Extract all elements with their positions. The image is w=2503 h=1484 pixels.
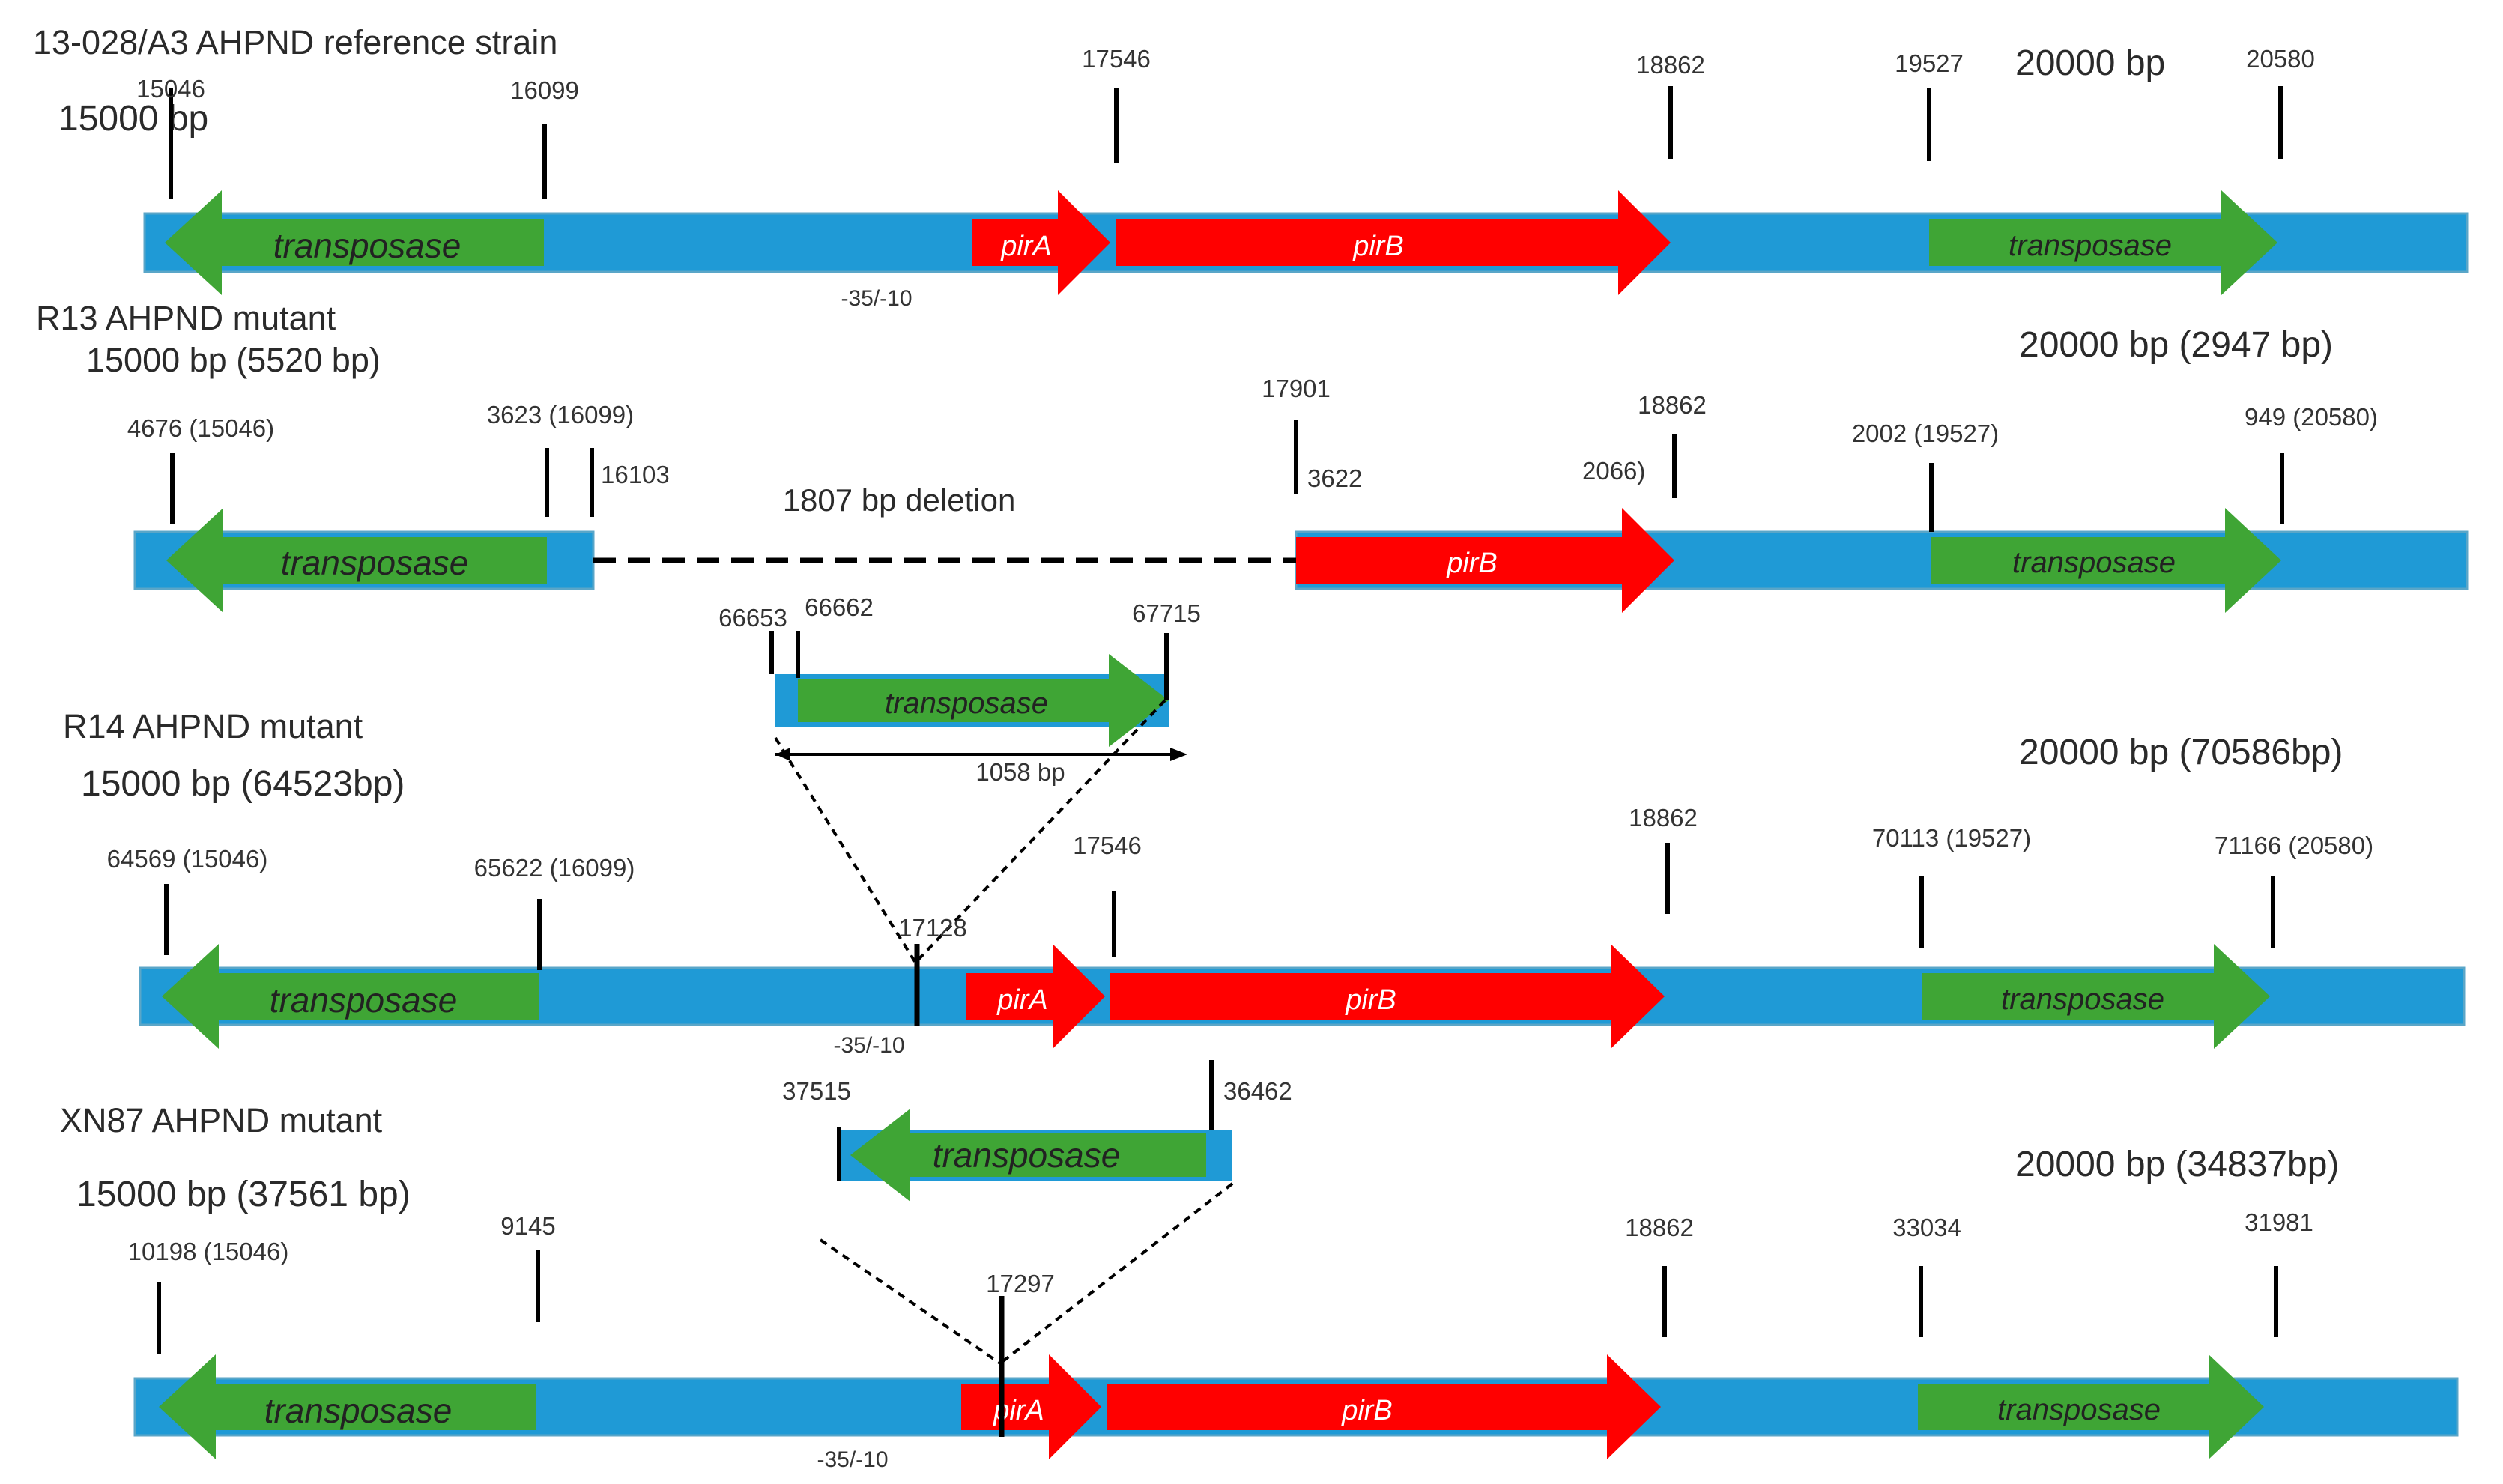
left-bp-label-xn87: 15000 bp (37561 bp): [76, 1175, 411, 1214]
pos-label-19527: 19527: [1895, 49, 1964, 77]
pos-label-66662: 66662: [805, 593, 874, 621]
pira-arrow: [966, 944, 1105, 1049]
length-arrow-left-head: [775, 748, 790, 761]
pos-label-3623: 3623 (16099): [487, 401, 634, 428]
pos-label-16103: 16103: [601, 461, 670, 488]
track-xn87: transposase 37515 36462 XN87 AHPND mutan…: [60, 1060, 2459, 1472]
pira-arrow: [972, 190, 1110, 295]
pos-label-17901: 17901: [1262, 375, 1331, 402]
promoter-label: -35/-10: [833, 1033, 904, 1058]
track-title-r13: R13 AHPND mutant: [36, 299, 336, 337]
pos-label-17546: 17546: [1082, 45, 1151, 73]
track-reference: 13-028/A3 AHPND reference strain 15000 b…: [33, 23, 2469, 311]
transposase-right-arrow: [1922, 944, 2270, 1049]
pos-label-16099: 16099: [510, 76, 579, 104]
insert-guide-right: [999, 1182, 1234, 1365]
pirb-arrow: [1296, 508, 1674, 613]
track-title-xn87: XN87 AHPND mutant: [60, 1101, 383, 1139]
transposase-right-label: transposase: [1997, 1393, 2161, 1426]
insert-guide-left: [819, 1238, 1002, 1365]
insert-guide-right: [914, 699, 1166, 964]
pos-label-65622: 65622 (16099): [474, 854, 635, 882]
track-title-r14: R14 AHPND mutant: [63, 707, 363, 745]
pirb-label: pirB: [1352, 231, 1404, 262]
transposase-left-label: transposase: [270, 981, 458, 1020]
pirb-label: pirB: [1345, 984, 1396, 1016]
pos-label-949: 949 (20580): [2245, 403, 2378, 431]
pos-label-36462: 36462: [1223, 1077, 1292, 1105]
pos-label-2002: 2002 (19527): [1852, 420, 1999, 447]
transposase-left-arrow: [162, 944, 539, 1049]
transposase-right-arrow: [1929, 190, 2277, 295]
promoter-label: -35/-10: [841, 286, 912, 311]
left-bp-label-r14: 15000 bp (64523bp): [81, 764, 405, 804]
pos-label-70113: 70113 (19527): [1872, 824, 2031, 852]
transposase-left-arrow: [159, 1354, 536, 1459]
pos-label-17128: 17128: [898, 914, 967, 942]
pirb-label: pirB: [1341, 1395, 1393, 1426]
pira-label: pirA: [996, 984, 1048, 1016]
transposase-right-label: transposase: [2012, 546, 2176, 579]
track-r13: R13 AHPND mutant 15000 bp (5520 bp) 2000…: [36, 299, 2469, 613]
pos-label-18862: 18862: [1629, 804, 1698, 832]
pos-label-67715: 67715: [1132, 599, 1201, 627]
pos-label-17297: 17297: [986, 1270, 1055, 1297]
transposase-left-arrow: [166, 508, 547, 613]
pos-label-18862: 18862: [1638, 391, 1707, 419]
pirb-arrow: [1110, 944, 1665, 1049]
pos-label-71166: 71166 (20580): [2215, 832, 2373, 859]
transposase-right-arrow: [1931, 508, 2281, 613]
right-bp-label-r13: 20000 bp (2947 bp): [2019, 325, 2333, 365]
transposase-right-label: transposase: [2001, 983, 2164, 1016]
insert-transposase-arrow: [798, 654, 1169, 747]
pos-label-4676: 4676 (15046): [127, 414, 274, 442]
right-bp-label-reference: 20000 bp: [2015, 43, 2165, 83]
pos-label-64569: 64569 (15046): [107, 845, 268, 873]
pos-label-33034: 33034: [1892, 1214, 1961, 1241]
track-title-reference: 13-028/A3 AHPND reference strain: [33, 23, 557, 61]
length-arrow-right-head: [1170, 748, 1187, 761]
right-bp-label-xn87: 20000 bp (34837bp): [2015, 1145, 2339, 1184]
pos-label-2066: 2066): [1582, 457, 1645, 485]
transposase-right-label: transposase: [2009, 229, 2172, 262]
pira-arrow: [961, 1354, 1101, 1459]
pos-label-66653: 66653: [718, 604, 787, 632]
pirb-arrow: [1116, 190, 1671, 295]
transposase-right-arrow: [1918, 1354, 2264, 1459]
promoter-label: -35/-10: [817, 1447, 888, 1472]
insert-transposase-arrow: [850, 1109, 1206, 1202]
transposase-left-label: transposase: [264, 1391, 453, 1430]
insert-transposase-label: transposase: [933, 1136, 1121, 1175]
transposase-left-label: transposase: [273, 226, 461, 265]
left-bp-label-reference: 15000 bp: [58, 99, 208, 139]
pirb-label: pirB: [1446, 548, 1498, 579]
pos-label-18862: 18862: [1625, 1214, 1694, 1241]
insert-guide-left: [774, 736, 917, 964]
pos-label-37515: 37515: [782, 1077, 851, 1105]
deletion-label: 1807 bp deletion: [783, 482, 1016, 518]
pos-label-9145: 9145: [500, 1212, 555, 1240]
insert-transposase-label: transposase: [885, 687, 1048, 720]
transposase-left-arrow: [165, 190, 544, 295]
left-bp-label-r13: 15000 bp (5520 bp): [86, 341, 381, 379]
transposase-left-label: transposase: [281, 543, 469, 582]
pos-label-31981: 31981: [2245, 1208, 2313, 1236]
track-r14: transposase 66653 66662 67715 1058 bp R1…: [63, 593, 2466, 1058]
insert-length-label: 1058 bp: [975, 758, 1065, 786]
pos-label-10198: 10198 (15046): [128, 1238, 289, 1265]
pos-label-20580: 20580: [2246, 45, 2315, 73]
pira-label: pirA: [1000, 231, 1052, 262]
pos-label-3622: 3622: [1307, 464, 1362, 492]
right-bp-label-r14: 20000 bp (70586bp): [2019, 733, 2343, 772]
pos-label-17546: 17546: [1073, 832, 1142, 859]
pos-label-18862: 18862: [1636, 51, 1705, 79]
pos-label-15046: 15046: [136, 75, 205, 103]
pirb-arrow: [1107, 1354, 1661, 1459]
